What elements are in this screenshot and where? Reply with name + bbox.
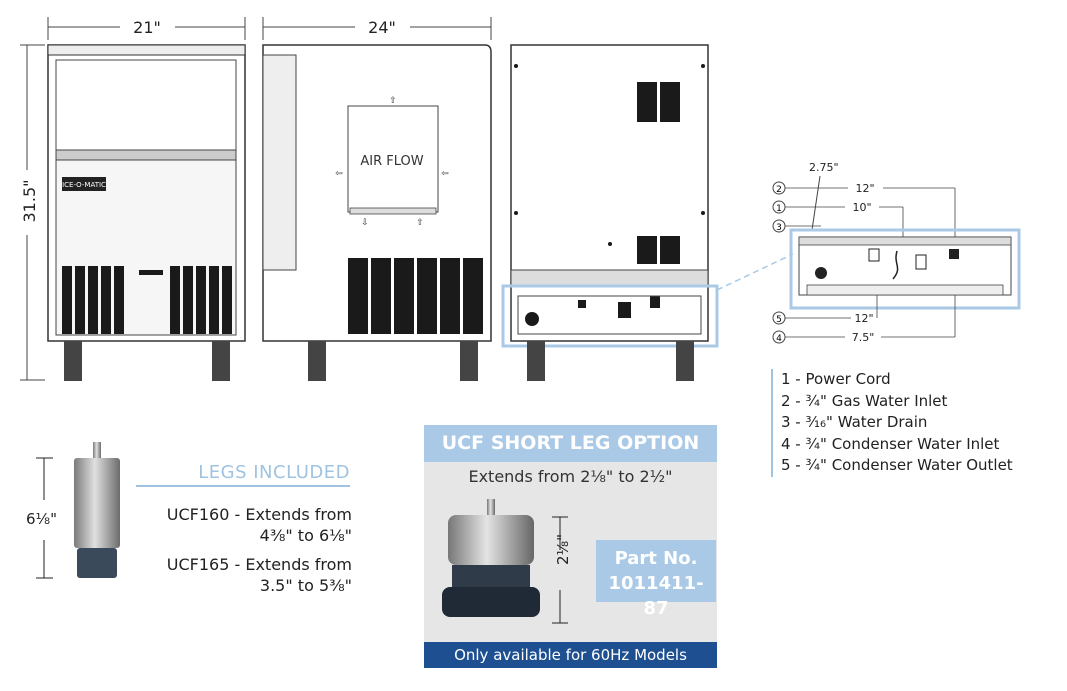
svg-text:4: 4	[776, 334, 782, 344]
airflow-label: AIR FLOW	[360, 154, 423, 169]
front-view-drawing: 21" 31.5" ICE-O-MATIC	[20, 17, 246, 381]
part-label: Part No.	[614, 548, 698, 569]
short-leg-range: Extends from 2⅛" to 2½"	[468, 467, 673, 486]
depth-label: 24"	[368, 18, 396, 37]
svg-text:3: 3	[776, 223, 782, 233]
svg-text:12": 12"	[855, 182, 874, 195]
svg-text:5: 5	[776, 315, 782, 325]
legend-item: 3 - ³⁄₁₆" Water Drain	[781, 413, 928, 431]
height-label: 31.5"	[20, 180, 39, 223]
side-view-drawing: 24" AIR FLOW ⇧ ⇦ ⇦ ⇩ ⇧	[262, 17, 492, 381]
brand-badge	[62, 177, 106, 191]
rear-view-drawing	[501, 44, 719, 381]
svg-text:⇦: ⇦	[335, 169, 343, 179]
ucf165-range-values: 3.5" to 5⅜"	[259, 576, 352, 595]
legend-item: 1 - Power Cord	[781, 370, 891, 388]
part-number-badge: Part No. 1011411-87	[596, 540, 716, 619]
legend-item: 2 - ¾" Gas Water Inlet	[781, 391, 948, 410]
connection-legend: 1 - Power Cord 2 - ¾" Gas Water Inlet 3 …	[771, 369, 1013, 477]
svg-text:12": 12"	[854, 312, 873, 325]
short-leg-height-label: 2⅛"	[554, 534, 572, 565]
connection-detail-drawing: 2.75" 2 1 3 5 4 12" 10" 12" 7.5"	[772, 161, 1021, 344]
ucf160-range-values: 4⅜" to 6⅛"	[259, 526, 352, 545]
svg-text:1: 1	[776, 204, 782, 214]
standard-leg-image	[36, 442, 120, 579]
svg-text:ICE-O-MATIC: ICE-O-MATIC	[62, 181, 106, 189]
svg-text:2.75": 2.75"	[809, 161, 839, 174]
front-width-label: 21"	[133, 18, 161, 37]
legs-included-title: LEGS INCLUDED	[136, 462, 350, 487]
svg-text:⇩: ⇩	[361, 218, 369, 228]
svg-text:⇧: ⇧	[389, 96, 397, 106]
ucf160-range: UCF160 - Extends from	[166, 505, 352, 524]
svg-text:⇦: ⇦	[441, 169, 449, 179]
highlight-box	[501, 284, 719, 348]
short-leg-title: UCF SHORT LEG OPTION	[424, 425, 717, 462]
leg-height-label: 6⅛"	[26, 510, 57, 528]
short-leg-image	[442, 499, 568, 624]
legend-item: 5 - ¾" Condenser Water Outlet	[781, 456, 1013, 474]
legend-item: 4 - ¾" Condenser Water Inlet	[781, 434, 1000, 453]
svg-text:10": 10"	[852, 201, 871, 214]
svg-text:⇧: ⇧	[416, 218, 424, 228]
part-number: 1011411-87	[608, 573, 704, 619]
ucf165-range: UCF165 - Extends from	[166, 555, 352, 574]
svg-text:7.5": 7.5"	[852, 331, 875, 344]
short-leg-option-panel: UCF SHORT LEG OPTION Extends from 2⅛" to…	[424, 425, 717, 668]
detail-connector	[716, 253, 794, 291]
svg-text:2: 2	[776, 185, 782, 195]
availability-note: Only available for 60Hz Models	[424, 642, 717, 668]
